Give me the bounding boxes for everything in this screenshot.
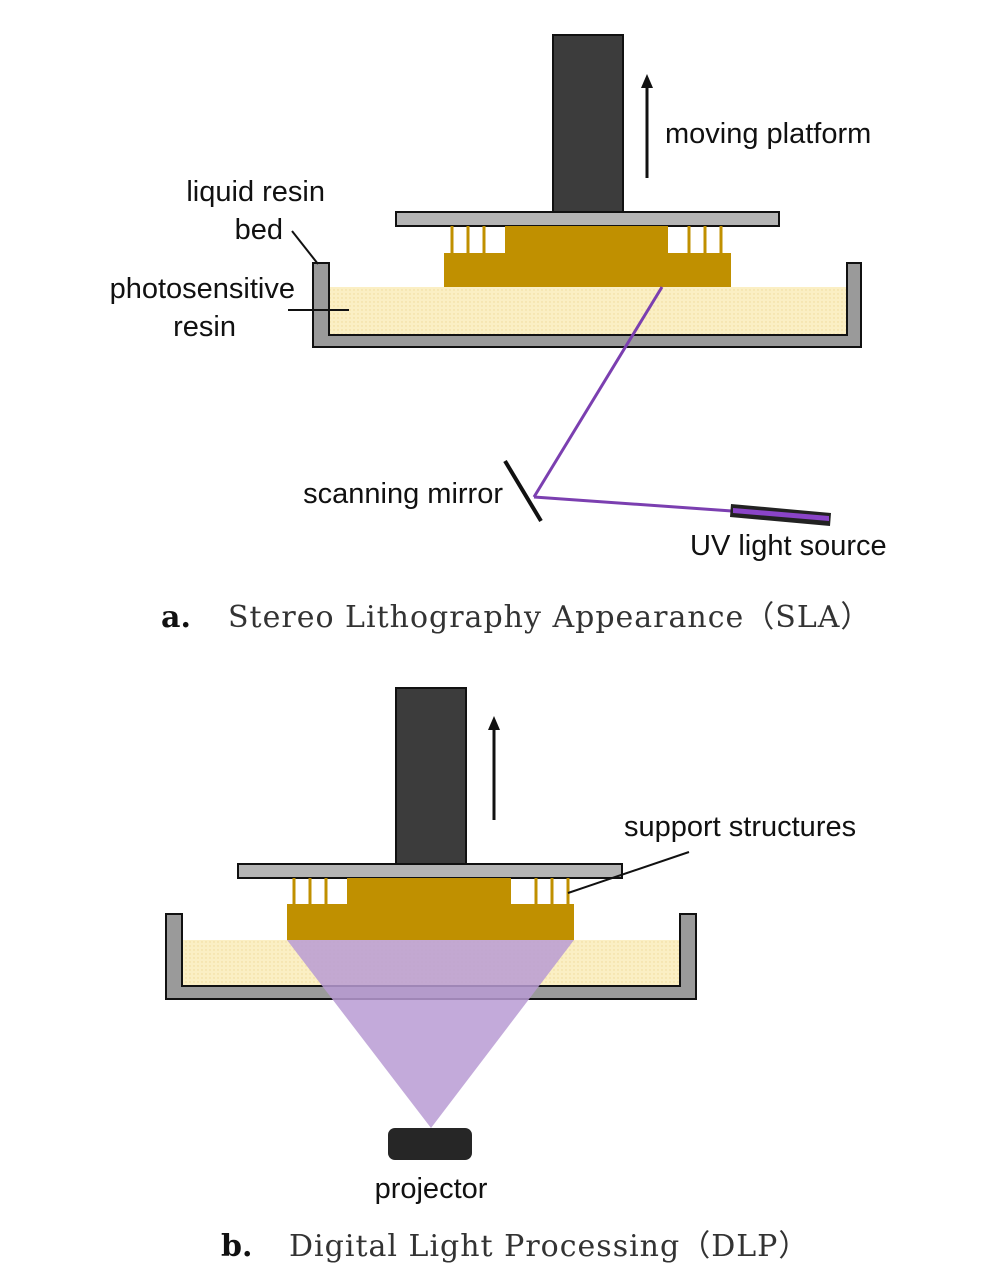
sla-up-arrow-icon (641, 74, 653, 178)
sla-panel: moving platform liquid resin bed photose… (110, 34, 887, 635)
label-bed: bed (235, 214, 283, 246)
sla-platform-arm (552, 34, 624, 213)
dlp-up-arrow-icon (488, 716, 500, 820)
label-uv-light-source: UV light source (690, 530, 887, 562)
label-liquid-resin: liquid resin (186, 176, 325, 208)
label-photosensitive: photosensitive (110, 273, 295, 305)
dlp-leader-support-structures (567, 851, 690, 894)
label-scanning-mirror: scanning mirror (303, 478, 503, 510)
dlp-projector (388, 1128, 472, 1160)
sla-photosensitive-resin (330, 287, 847, 335)
caption-b-letter: b. (221, 1229, 252, 1264)
label-resin: resin (173, 311, 236, 343)
label-support-structures: support structures (624, 811, 856, 843)
dlp-light-projection (287, 940, 574, 1128)
caption-a-letter: a. (161, 600, 191, 635)
label-projector: projector (375, 1173, 488, 1205)
dlp-support-structures-right (534, 878, 570, 904)
sla-resin-tank (312, 262, 862, 348)
sla-scanning-mirror (503, 459, 543, 523)
dlp-panel: support structures projector b. Digital … (165, 687, 856, 1264)
sla-uv-beam-from-source (533, 495, 733, 513)
label-moving-platform: moving platform (665, 118, 871, 150)
dlp-support-structures-left (292, 878, 328, 904)
sla-printed-part (444, 226, 731, 287)
sla-uv-light-source (730, 504, 831, 526)
sla-leader-tank (291, 230, 319, 265)
sla-uv-beam-to-resin (532, 286, 664, 498)
sla-platform-plate (395, 211, 780, 227)
dlp-platform-arm (395, 687, 467, 865)
dlp-printed-part (287, 878, 574, 940)
sla-support-structures-right (687, 226, 723, 254)
sla-support-structures-left (450, 226, 486, 254)
caption-a-text: Stereo Lithography Appearance（SLA） (228, 600, 871, 635)
dlp-platform-plate (237, 863, 623, 879)
caption-b-text: Digital Light Processing（DLP） (289, 1229, 809, 1264)
